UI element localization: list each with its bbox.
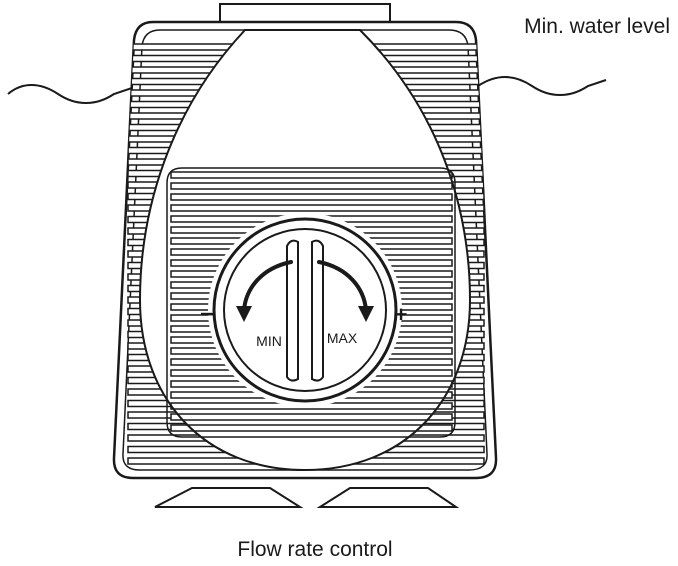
dial-ring-inner [223,228,387,392]
flow-rate-dial[interactable]: MIN MAX [212,217,398,403]
inner-frame-outline [166,167,456,438]
flow-rate-caption: Flow rate control [237,538,393,561]
pump-top-cap [219,3,391,23]
water-wave-left [7,84,133,104]
plus-sign: + [395,302,408,327]
min-water-level-label: Min. water level [524,15,670,38]
inner-grille-slat [170,204,453,212]
pump-body-inner-outline [122,29,488,471]
max-label: MAX [327,330,358,346]
min-label: MIN [256,333,282,349]
inner-grille-slat [170,424,453,432]
pump-foot-left [154,487,304,508]
outer-grille-slat [127,146,485,155]
pump-foot-right [316,487,460,508]
max-arrow-icon [317,260,368,312]
outer-grille-slat [127,112,485,120]
outer-grille-slat [127,89,485,97]
inner-grille-slat [170,413,453,421]
outer-grille-slat [127,445,485,454]
outer-grille-slat [127,77,485,86]
min-arrow-icon [242,260,293,312]
outer-grille-slat [127,43,485,51]
outer-grille-slat [127,434,485,442]
inner-grille-slat [170,182,453,190]
outer-grille-slat [127,158,485,166]
outer-grille-slat [127,100,485,109]
dial-knob-left-half [286,239,299,382]
outer-grille-slat [127,66,485,74]
outer-grille-slat [127,54,485,63]
teardrop-outline [138,29,472,472]
max-arrowhead-icon [358,306,374,322]
outer-grille-slat [127,457,485,465]
minus-sign: − [200,301,214,328]
inner-grille-slat [170,402,453,410]
inner-grille-slat [170,193,453,201]
dial-knob-right-half [311,239,324,382]
min-arrowhead-icon [236,306,252,322]
inner-grille-slat [170,171,453,179]
outer-grille-slat [127,135,485,143]
water-wave-right [477,76,607,96]
